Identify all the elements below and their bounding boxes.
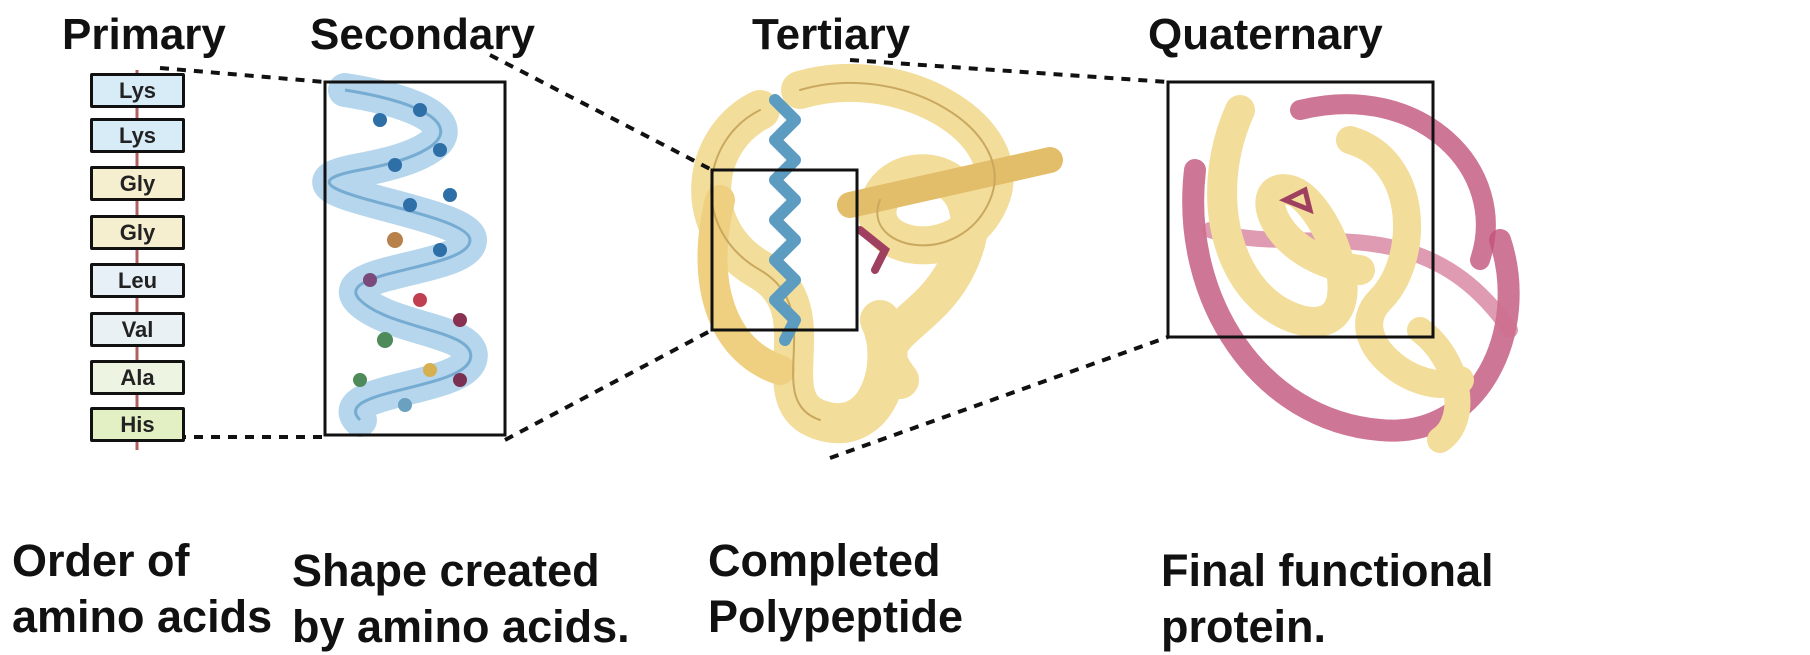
caption-secondary-line2: by amino acids. [292,599,630,655]
amino-acid-box: Lys [90,118,185,153]
caption-quaternary-line2: protein. [1161,599,1494,655]
caption-quaternary-line1: Final functional [1161,543,1494,599]
caption-primary-line2: amino acids [12,589,272,645]
caption-primary: Order of amino acids [12,533,272,645]
amino-acid-box: Gly [90,215,185,250]
quaternary-protein-illustration [1193,104,1510,440]
connector-secondary-bottom [505,330,712,440]
amino-acid-box: Gly [90,166,185,201]
amino-acid-box: Lys [90,73,185,108]
connector-secondary-top [490,55,712,170]
caption-secondary-line1: Shape created [292,543,630,599]
caption-quaternary: Final functional protein. [1161,543,1494,655]
amino-acid-box: Val [90,312,185,347]
secondary-helix-illustration [329,90,471,420]
amino-acid-box: Leu [90,263,185,298]
tertiary-fold-illustration [711,83,1050,423]
caption-primary-line1: Order of [12,533,272,589]
caption-tertiary-line1: Completed [708,533,963,589]
amino-acid-box: Ala [90,360,185,395]
caption-tertiary-line2: Polypeptide [708,589,963,645]
caption-tertiary: Completed Polypeptide [708,533,963,645]
amino-acid-box: His [90,407,185,442]
caption-secondary: Shape created by amino acids. [292,543,630,655]
zoom-connectors [160,55,1168,458]
